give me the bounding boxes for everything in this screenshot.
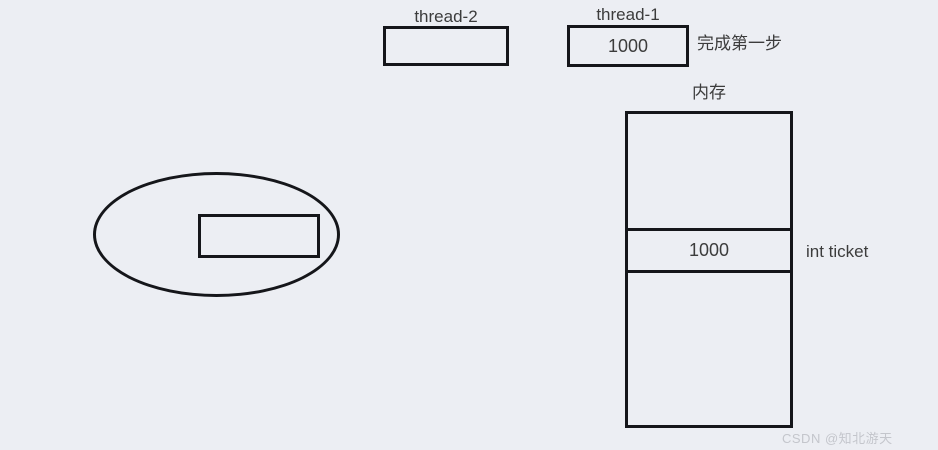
step-annotation: 完成第一步 [697, 34, 782, 54]
thread-2-box [383, 26, 509, 66]
int-ticket-label: int ticket [806, 242, 869, 261]
memory-ticket-cell: 1000 [625, 228, 793, 273]
thread-1-box: 1000 [567, 25, 689, 67]
memory-title: 内存 [692, 83, 726, 103]
ellipse-inner-box [198, 214, 320, 258]
thread-1-title: thread-1 [596, 5, 660, 24]
csdn-watermark: CSDN @知北游天 [782, 431, 893, 446]
thread-ellipse [93, 172, 340, 297]
thread-2-title: thread-2 [414, 7, 478, 26]
